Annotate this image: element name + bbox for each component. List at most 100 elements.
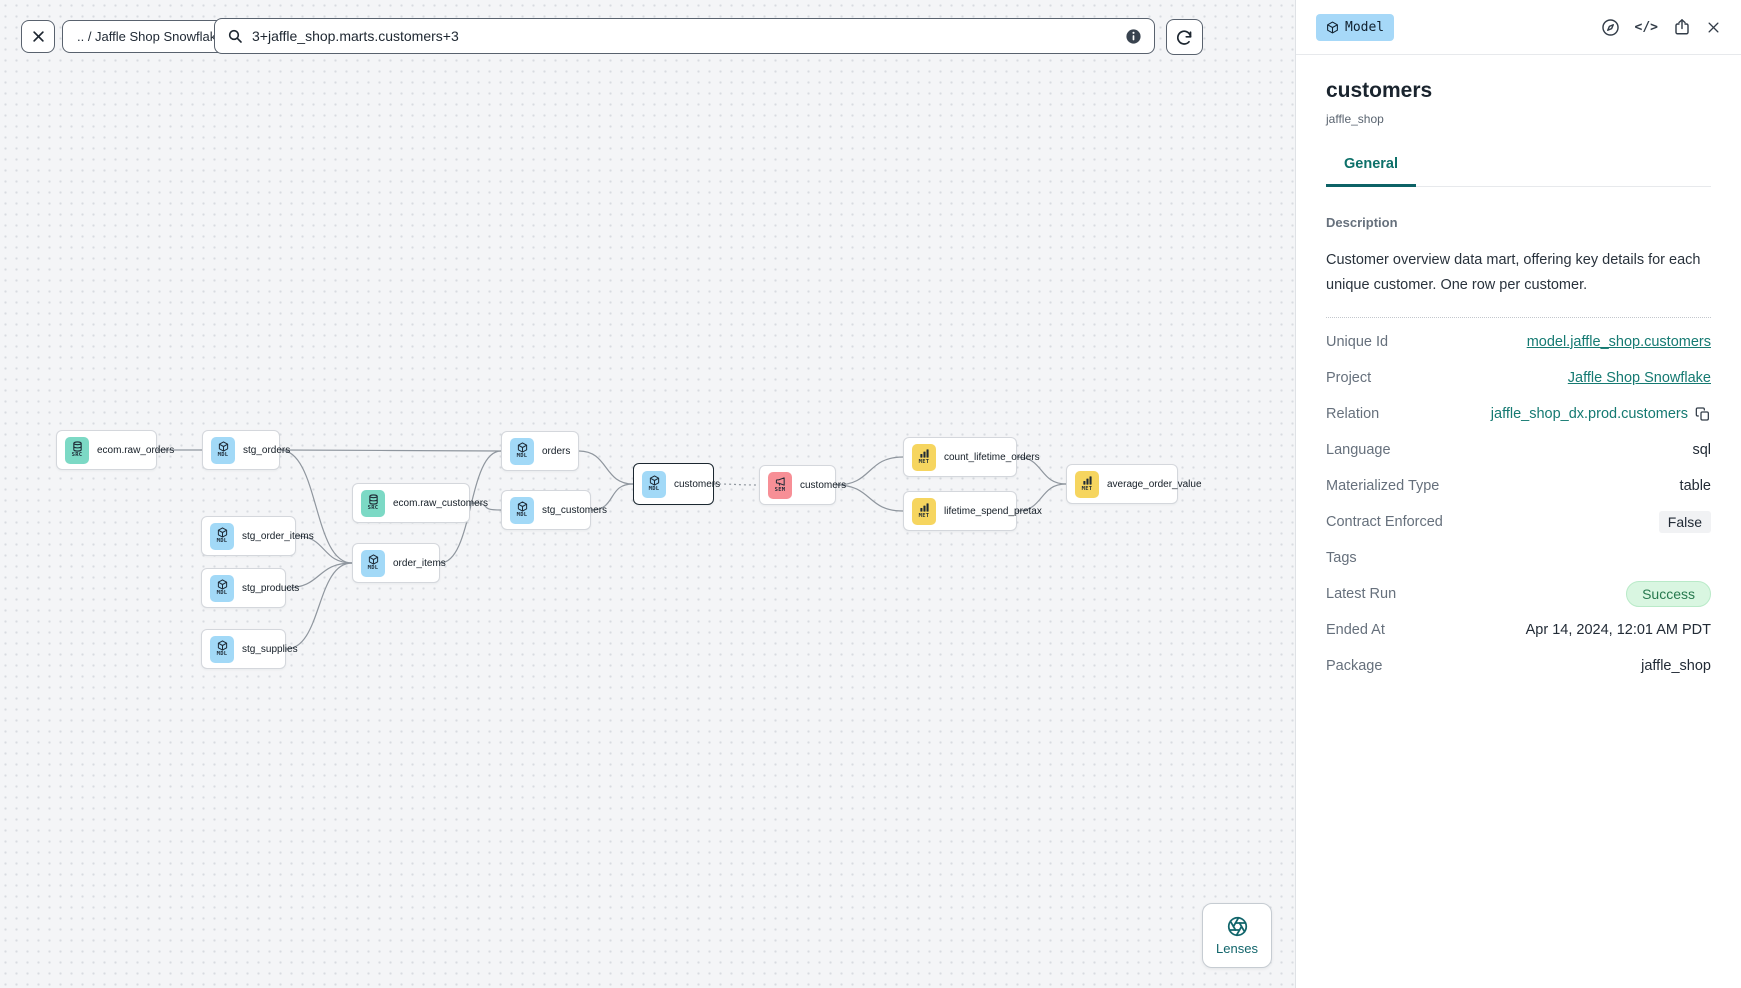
panel-header: Model </>	[1296, 0, 1741, 55]
detail-label: Contract Enforced	[1326, 513, 1443, 530]
lineage-node-stg_products[interactable]: MDL stg_products	[201, 568, 299, 608]
detail-value: False	[1658, 510, 1711, 533]
tab-general[interactable]: General	[1326, 156, 1416, 187]
breadcrumb[interactable]: .. / Jaffle Shop Snowflake	[62, 20, 239, 53]
lineage-node-customers[interactable]: MDL customers	[633, 463, 720, 505]
edge-order_items-to-orders	[439, 450, 502, 564]
model-icon: MDL	[510, 437, 534, 465]
resource-type-badge: Model	[1316, 13, 1395, 41]
edge-customers_sem-to-count_lifetime_orders	[835, 456, 904, 486]
detail-value: sql	[1692, 441, 1711, 458]
source-icon: SRC	[65, 436, 89, 464]
close-lineage-button[interactable]	[21, 20, 55, 53]
contract-enforced-badge: False	[1658, 510, 1711, 533]
lineage-edges	[156, 449, 1067, 650]
lineage-node-ecom.raw_orders[interactable]: SRC ecom.raw_orders	[56, 430, 174, 470]
edge-orders-to-customers	[578, 450, 634, 485]
detail-value: jaffle_shop_dx.prod.customers	[1491, 406, 1711, 422]
model-icon: MDL	[210, 574, 234, 602]
node-label: lifetime_spend_pretax	[944, 505, 1042, 517]
node-label: orders	[542, 445, 571, 457]
section-divider	[1326, 316, 1711, 318]
node-label: stg_supplies	[242, 643, 298, 655]
share-button[interactable]	[1673, 18, 1691, 36]
detail-link[interactable]: model.jaffle_shop.customers	[1526, 333, 1711, 350]
lineage-node-orders[interactable]: MDL orders	[501, 431, 579, 471]
detail-row-tags: Tags	[1326, 540, 1711, 576]
close-panel-button[interactable]	[1706, 20, 1721, 35]
detail-value: table	[1679, 477, 1711, 494]
edge-stg_orders-to-orders	[279, 449, 502, 452]
lineage-node-count_lifetime_orders[interactable]: MET count_lifetime_orders	[903, 437, 1040, 477]
detail-link[interactable]: Jaffle Shop Snowflake	[1567, 369, 1711, 386]
close-icon	[1708, 22, 1719, 32]
panel-tabs: General	[1326, 156, 1711, 187]
compass-icon	[1601, 18, 1619, 36]
node-label: stg_order_items	[242, 530, 314, 542]
lineage-search[interactable]	[214, 18, 1155, 54]
detail-label: Package	[1326, 657, 1383, 674]
semantic-model-icon: SEM	[768, 471, 792, 499]
lineage-node-lifetime_spend_pretax[interactable]: MET lifetime_spend_pretax	[903, 491, 1042, 531]
detail-row-project: Project Jaffle Shop Snowflake	[1326, 360, 1711, 396]
code-button[interactable]: </>	[1634, 19, 1658, 35]
edge-stg_supplies-to-order_items	[285, 562, 353, 650]
node-label: ecom.raw_customers	[393, 497, 489, 509]
node-label: ecom.raw_orders	[97, 444, 175, 456]
edge-stg_products-to-order_items	[285, 562, 353, 589]
node-label: average_order_value	[1107, 478, 1202, 490]
lenses-button[interactable]: Lenses	[1202, 903, 1272, 968]
model-icon: MDL	[642, 470, 666, 498]
source-icon: SRC	[361, 489, 385, 517]
metric-icon: MET	[912, 443, 936, 471]
model-package-subtitle: jaffle_shop	[1326, 112, 1384, 126]
relation-value: jaffle_shop_dx.prod.customers	[1490, 405, 1688, 422]
detail-label: Materialized Type	[1326, 477, 1440, 494]
detail-row-contract-enforced: Contract Enforced False	[1326, 504, 1711, 540]
lenses-label: Lenses	[1216, 940, 1258, 956]
copy-icon[interactable]	[1695, 406, 1711, 422]
close-icon	[32, 31, 44, 42]
detail-label: Latest Run	[1326, 585, 1397, 602]
refresh-button[interactable]	[1166, 19, 1203, 55]
metric-icon: MET	[912, 497, 936, 525]
info-icon[interactable]	[1125, 28, 1142, 45]
model-icon: MDL	[210, 522, 234, 550]
lineage-node-ecom.raw_customers[interactable]: SRC ecom.raw_customers	[352, 483, 488, 523]
breadcrumb-label: .. / Jaffle Shop Snowflake	[77, 29, 224, 44]
detail-label: Project	[1326, 369, 1372, 386]
resource-type-label: Model	[1345, 19, 1385, 35]
detail-label: Relation	[1326, 405, 1380, 422]
lineage-node-stg_order_items[interactable]: MDL stg_order_items	[201, 516, 314, 556]
share-icon	[1675, 19, 1689, 35]
refresh-icon	[1177, 29, 1192, 45]
model-icon: MDL	[211, 436, 235, 464]
model-icon: MDL	[210, 635, 234, 663]
details-panel: Model </> customers jaffle_shop General	[1295, 0, 1741, 988]
detail-value: Success	[1626, 580, 1711, 607]
edge-customers-to-customers_sem	[713, 483, 760, 486]
detail-value: model.jaffle_shop.customers	[1527, 334, 1711, 350]
search-icon	[228, 29, 242, 43]
panel-body: customers jaffle_shop General Descriptio…	[1296, 55, 1741, 684]
node-label: count_lifetime_orders	[944, 451, 1040, 463]
description-label: Description	[1326, 215, 1398, 230]
node-label: stg_products	[242, 582, 300, 594]
edge-count_lifetime_orders-to-average_order_value	[1016, 456, 1067, 485]
model-icon: MDL	[510, 496, 534, 524]
lineage-node-stg_supplies[interactable]: MDL stg_supplies	[201, 629, 298, 669]
search-input[interactable]	[252, 28, 1116, 44]
edge-stg_customers-to-customers	[590, 483, 634, 511]
edge-lifetime_spend_pretax-to-average_order_value	[1016, 483, 1067, 512]
node-label: customers	[674, 478, 721, 490]
explore-button[interactable]	[1601, 18, 1620, 37]
